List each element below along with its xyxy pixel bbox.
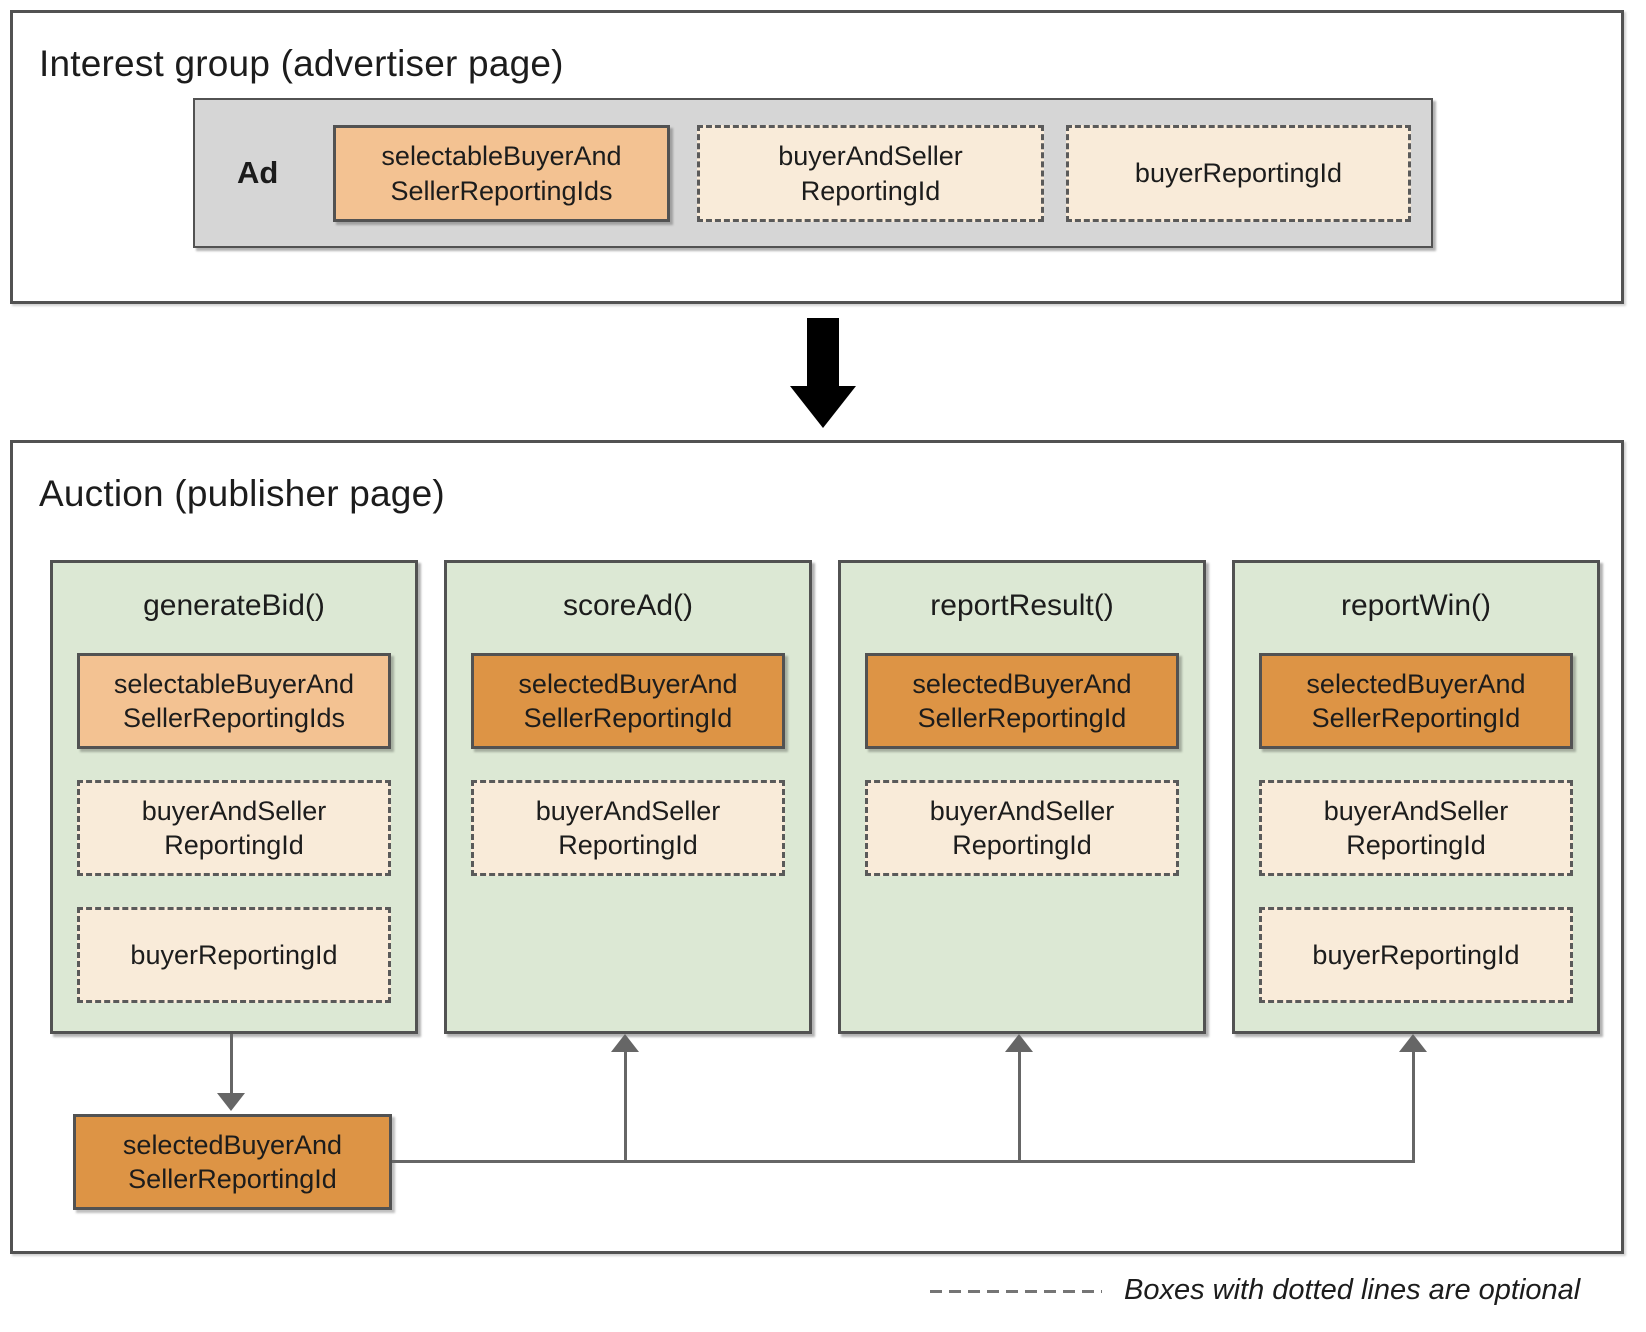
function-title: reportWin() [1340,589,1491,622]
interest-group-panel: Interest group (advertiser page) Ad sele… [10,10,1624,304]
buyer-reporting-id-box: buyerReportingId [77,907,391,1003]
arrow-down-icon [217,1093,245,1111]
box-label: buyerReportingId [130,939,338,970]
dashed-line-sample [930,1290,1102,1293]
function-title: scoreAd() [562,589,694,622]
output-bus-line [392,1160,1415,1163]
buyer-and-seller-reporting-id-box: buyerAndSeller ReportingId [77,780,391,876]
box-label: selectedBuyerAnd SellerReportingId [122,1129,343,1194]
box-label: selectedBuyerAnd SellerReportingId [912,668,1132,733]
flow-arrow-down-icon [790,386,856,428]
auction-title: Auction (publisher page) [39,473,445,514]
box-label: buyerAndSeller ReportingId [141,795,327,860]
arrow-up-icon [611,1034,639,1052]
buyer-reporting-id-box: buyerReportingId [1066,125,1411,222]
box-label: buyerAndSeller ReportingId [778,141,963,206]
box-label: selectedBuyerAnd SellerReportingId [518,668,738,733]
buyer-and-seller-reporting-id-box: buyerAndSeller ReportingId [865,780,1179,876]
arrow-up-icon [1399,1034,1427,1052]
report-win-column: reportWin() selectedBuyerAnd SellerRepor… [1232,560,1600,1034]
ad-label: Ad [237,155,279,190]
ad-container: Ad selectableBuyerAnd SellerReportingIds… [193,98,1433,248]
buyer-and-seller-reporting-id-box: buyerAndSeller ReportingId [697,125,1044,222]
arrow-up-icon [1005,1034,1033,1052]
function-title: reportResult() [930,589,1114,622]
box-label: buyerReportingId [1312,939,1520,970]
line-to-report-win [1412,1050,1415,1162]
line-to-report-result [1018,1050,1021,1162]
flow-arrow-stem [807,318,839,388]
box-label: buyerAndSeller ReportingId [929,795,1115,860]
function-columns: generateBid() selectableBuyerAnd SellerR… [50,560,1600,1034]
report-result-column: reportResult() selectedBuyerAnd SellerRe… [838,560,1206,1034]
generate-bid-column: generateBid() selectableBuyerAnd SellerR… [50,560,418,1034]
selected-buyer-and-seller-reporting-id-box: selectedBuyerAnd SellerReportingId [471,653,785,749]
box-label: selectableBuyerAnd SellerReportingIds [113,668,355,733]
box-label: buyerReportingId [1134,158,1343,189]
interest-group-title: Interest group (advertiser page) [39,43,564,84]
generate-bid-output-line [230,1034,233,1094]
score-ad-column: scoreAd() selectedBuyerAnd SellerReporti… [444,560,812,1034]
legend-text: Boxes with dotted lines are optional [1124,1274,1581,1306]
box-label: buyerAndSeller ReportingId [1323,795,1509,860]
buyer-and-seller-reporting-id-box: buyerAndSeller ReportingId [471,780,785,876]
buyer-and-seller-reporting-id-box: buyerAndSeller ReportingId [1259,780,1573,876]
selected-buyer-and-seller-reporting-id-box: selectedBuyerAnd SellerReportingId [1259,653,1573,749]
box-label: buyerAndSeller ReportingId [535,795,721,860]
selectable-buyer-and-seller-reporting-ids-box: selectableBuyerAnd SellerReportingIds [77,653,391,749]
line-to-score-ad [624,1050,627,1162]
selected-buyer-and-seller-reporting-id-box: selectedBuyerAnd SellerReportingId [865,653,1179,749]
box-label: selectableBuyerAnd SellerReportingIds [381,141,622,206]
function-title: generateBid() [143,589,325,622]
buyer-reporting-id-box: buyerReportingId [1259,907,1573,1003]
box-label: selectedBuyerAnd SellerReportingId [1306,668,1526,733]
selected-buyer-and-seller-reporting-id-output-box: selectedBuyerAnd SellerReportingId [73,1114,392,1210]
selectable-buyer-and-seller-reporting-ids-box: selectableBuyerAnd SellerReportingIds [333,125,670,222]
